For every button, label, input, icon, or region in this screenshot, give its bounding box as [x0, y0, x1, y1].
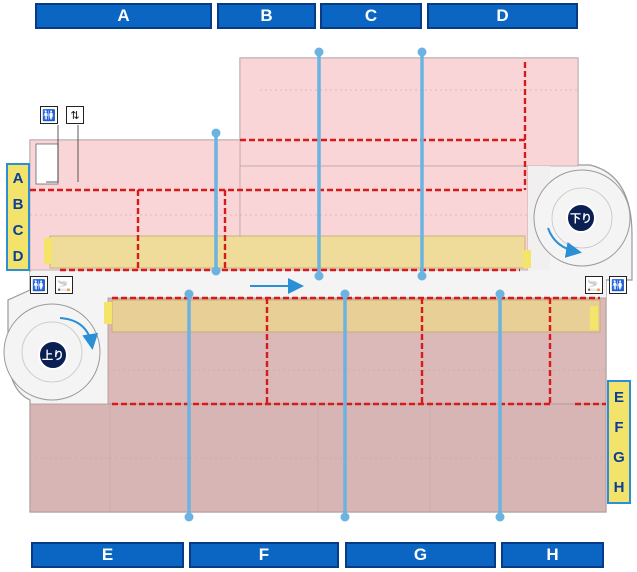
row-label-c[interactable]: C: [8, 217, 28, 243]
column-label: G: [413, 545, 428, 564]
column-tab-d[interactable]: D: [427, 3, 578, 29]
row-label-e[interactable]: E: [609, 382, 629, 412]
elevator-icon: ⇅: [66, 106, 84, 124]
restroom-icon: 🚻: [609, 276, 627, 294]
restroom-icon: 🚻: [30, 276, 48, 294]
column-label: B: [260, 6, 273, 25]
restroom-icon: 🚻: [40, 106, 58, 124]
row-label-text: C: [12, 221, 24, 239]
column-tab-f[interactable]: F: [189, 542, 339, 568]
column-tab-b[interactable]: B: [217, 3, 316, 29]
column-label: E: [101, 545, 114, 564]
column-tab-a[interactable]: A: [35, 3, 212, 29]
row-label-text: F: [614, 418, 624, 436]
row-label-text: B: [12, 195, 24, 213]
column-label: C: [364, 6, 378, 25]
row-label-text: H: [613, 478, 625, 496]
row-label-text: A: [12, 169, 24, 187]
column-tab-g[interactable]: G: [345, 542, 496, 568]
row-label-a[interactable]: A: [8, 165, 28, 191]
upper-strip-end-right: [523, 250, 531, 268]
column-label: A: [117, 6, 130, 25]
lower-parking-strip: [111, 299, 601, 333]
row-label-d[interactable]: D: [8, 243, 28, 269]
ramp-down-label: 下り: [570, 213, 592, 225]
column-label: D: [496, 6, 509, 25]
smoking-icon: 🚬: [585, 276, 603, 294]
ramp-up-label: 上り: [42, 350, 64, 362]
smoking-icon: 🚬: [55, 276, 73, 294]
column-tab-e[interactable]: E: [31, 542, 184, 568]
upper-strip-end-left: [44, 238, 52, 264]
lower-strip-end-right: [590, 306, 598, 330]
ramp-arrow-left: [59, 317, 99, 350]
row-label-f[interactable]: F: [609, 412, 629, 442]
column-label: F: [258, 545, 270, 564]
column-tab-c[interactable]: C: [320, 3, 422, 29]
column-label: H: [546, 545, 559, 564]
ramp-up-marker: 上り: [38, 340, 68, 370]
left-row-labels: A B C D: [6, 163, 30, 271]
row-label-h[interactable]: H: [609, 472, 629, 502]
column-tab-h[interactable]: H: [501, 542, 604, 568]
ramp-arrow-right: [547, 227, 582, 258]
upper-parking-strip: [49, 235, 526, 269]
ramp-down-marker: 下り: [566, 203, 596, 233]
row-label-g[interactable]: G: [609, 442, 629, 472]
row-label-text: G: [613, 448, 625, 466]
right-row-labels: E F G H: [607, 380, 631, 504]
row-label-text: E: [613, 388, 624, 406]
stairwell: [35, 143, 59, 185]
upper-zone-top: [239, 57, 579, 167]
row-label-b[interactable]: B: [8, 191, 28, 217]
lower-strip-end-left: [104, 302, 112, 324]
row-label-text: D: [12, 247, 24, 265]
